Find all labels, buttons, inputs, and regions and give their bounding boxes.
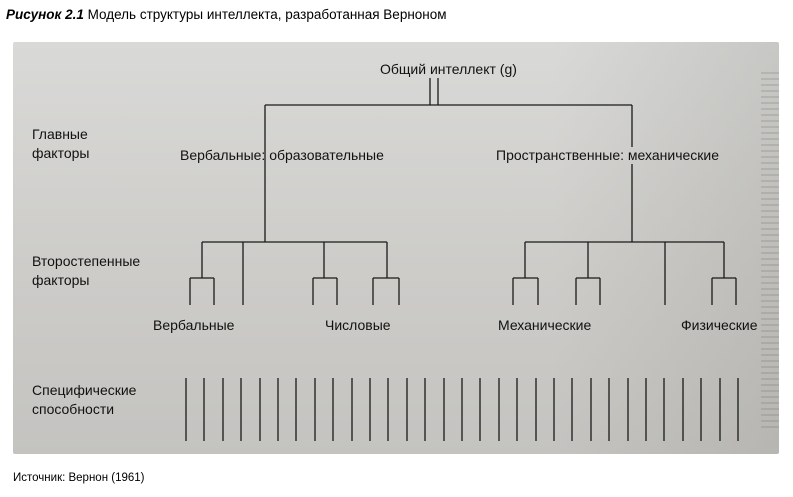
minor-factor-mechanical: Механические [498,317,592,333]
level-minor-label-line1: Второстепенные [32,253,141,269]
figure-title: Модель структуры интеллекта, разработанн… [87,7,447,22]
level-specific-label-line2: способности [32,401,115,417]
diagram-panel [13,42,779,454]
minor-factor-verbal: Вербальные [153,317,235,333]
level-main-label-line1: Главные [32,126,88,142]
minor-factor-physical: Физические [681,317,758,333]
major-factor-spatial-mechanical: Пространственные: механические [496,147,720,163]
level-minor-label-line2: факторы [32,272,90,288]
source-note: Источник: Вернон (1961) [13,472,145,484]
root-factor-label: Общий интеллект (g) [380,61,517,77]
level-main-label-line2: факторы [32,145,90,161]
major-factor-verbal-educational: Вербальные: образовательные [180,147,384,163]
level-specific-label-line1: Специфические [32,382,137,398]
figure-caption: Рисунок 2.1 Модель структуры интеллекта,… [6,7,447,22]
figure-number: Рисунок 2.1 [6,7,84,22]
minor-factor-numerical: Числовые [325,317,391,333]
